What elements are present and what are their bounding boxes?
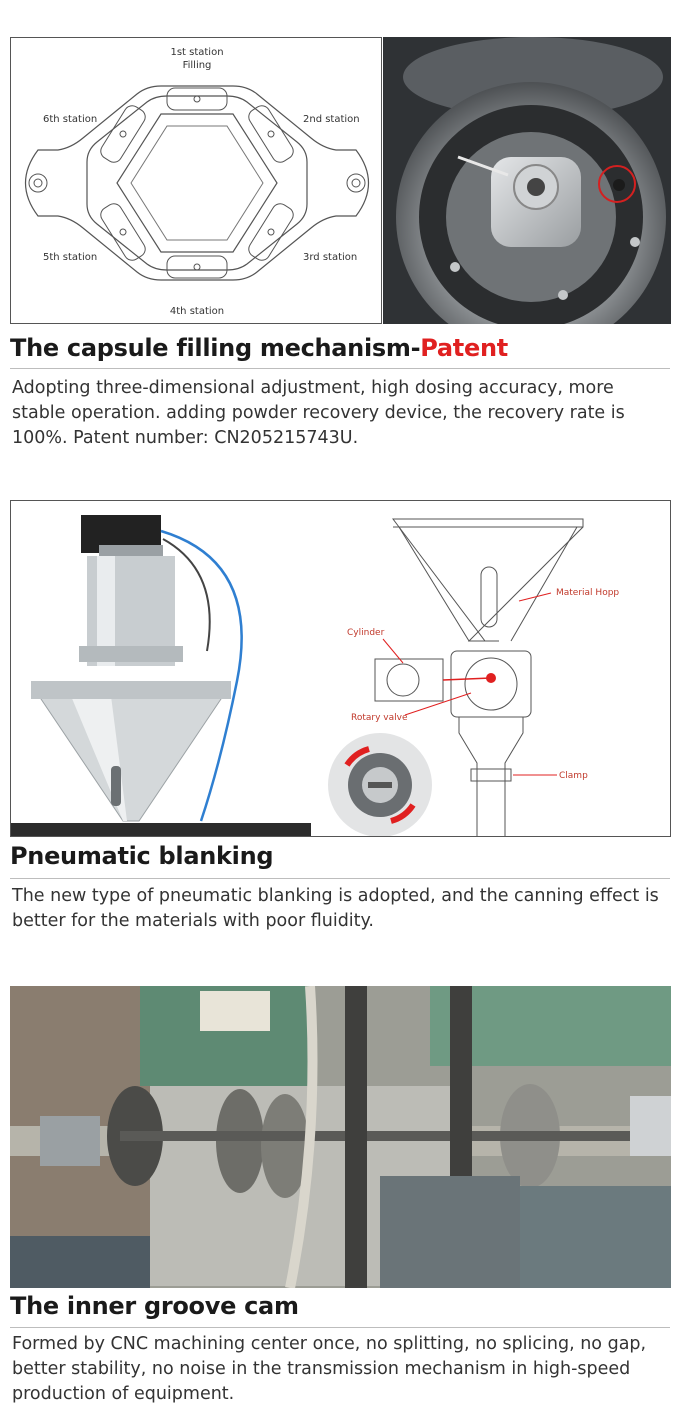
section3-body: Formed by CNC machining center once, no … [12,1334,647,1404]
station-diagram-panel: 1st station Filling 2nd station 3rd stat… [10,37,382,324]
station-6-label: 6th station [43,114,97,125]
clamp-label: Clamp [559,771,588,781]
station-3-label: 3rd station [303,252,357,263]
section3-heading: The inner groove cam [10,1292,299,1320]
station-1-sublabel: Filling [183,60,212,71]
section1-body: Adopting three-dimensional adjustment, h… [12,378,625,448]
groove-cam-photo [10,986,671,1288]
station-diagram: 1st station Filling 2nd station 3rd stat… [25,47,369,317]
cylinder-label: Cylinder [347,628,385,638]
section2-heading: Pneumatic blanking [10,842,274,870]
station-1-label: 1st station [170,47,223,58]
station-2-label: 2nd station [303,114,360,125]
rotary-valve-label: Rotary valve [351,713,408,723]
section1-heading: The capsule filling mechanism-Patent [10,334,508,362]
station-5-label: 5th station [43,252,97,263]
filling-mechanism-photo [383,37,671,324]
pneumatic-panel: Material Hopp Cylinder Rotary valve Clam… [10,500,671,837]
section1-divider [10,368,670,369]
section3-divider [10,1327,670,1328]
section2-body: The new type of pneumatic blanking is ad… [12,886,659,931]
section2-divider [10,878,670,879]
section1-heading-accent: Patent [420,334,508,362]
station-4-label: 4th station [170,306,224,317]
material-hopper-label: Material Hopp [556,588,619,598]
section1-heading-text: The capsule filling mechanism- [10,334,421,362]
pneumatic-illustration: Material Hopp Cylinder Rotary valve Clam… [11,501,619,836]
